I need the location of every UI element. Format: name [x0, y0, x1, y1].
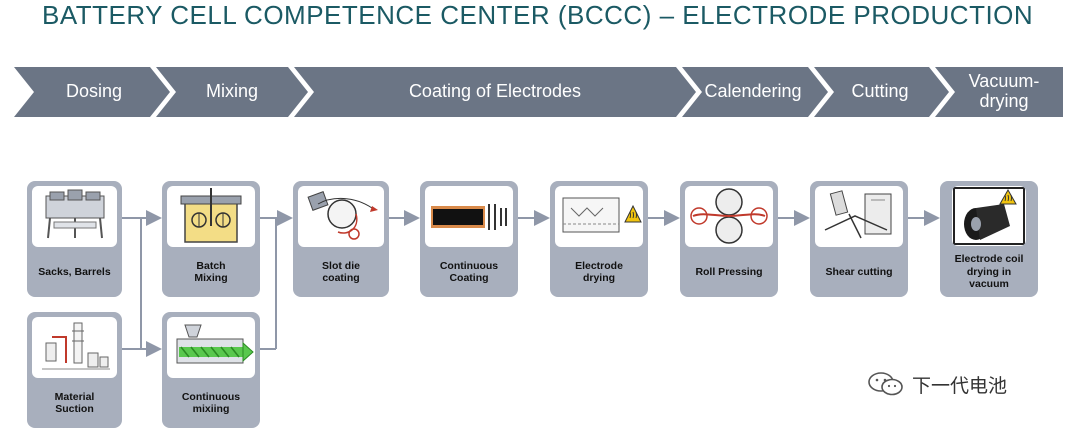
page-title: BATTERY CELL COMPETENCE CENTER (BCCC) – …	[42, 0, 1034, 30]
electrode-coil-icon	[953, 187, 1025, 245]
card-label: Electrode drying	[575, 259, 623, 285]
card-label: Slot die coating	[322, 259, 360, 285]
drying-oven-icon	[562, 197, 642, 233]
chevron-cutting	[814, 67, 949, 117]
chevron-calendering	[682, 67, 828, 117]
chevron-coating	[294, 67, 696, 117]
dosing-machine-icon	[45, 189, 105, 239]
extruder-icon	[176, 324, 254, 364]
card-label: Material Suction	[54, 390, 95, 416]
card-label: Batch Mixing	[194, 259, 228, 285]
process-chevrons	[14, 67, 1063, 117]
card-shear-cutting: Shear cutting	[810, 181, 908, 297]
card-label: Shear cutting	[825, 265, 893, 278]
watermark: 下一代电池	[866, 370, 1007, 398]
material-suction-icon	[42, 322, 110, 370]
card-label: Continuous Coating	[439, 259, 499, 285]
card-roll-pressing: Roll Pressing	[680, 181, 778, 297]
wechat-icon	[868, 372, 903, 396]
coated-foil-icon	[431, 204, 507, 230]
step-label-dosing: Dosing	[65, 81, 123, 101]
card-vacuum-drying: Electrode coil drying in vacuum	[940, 181, 1038, 297]
card-material-suction: Material Suction	[27, 312, 122, 428]
card-batch-mixing: Batch Mixing	[162, 181, 260, 297]
slot-die-icon	[307, 191, 378, 240]
step-label-cutting: Cutting	[851, 81, 909, 101]
chevron-mixing	[156, 67, 308, 117]
card-sacks-barrels: Sacks, Barrels	[27, 181, 122, 297]
step-label-mixing: Mixing	[205, 81, 258, 101]
chevron-vacuum-drying	[935, 67, 1063, 117]
card-continuous-coating: Continuous Coating	[420, 181, 518, 297]
card-slot-die-coating: Slot die coating	[293, 181, 389, 297]
shear-cutter-icon	[824, 190, 892, 239]
step-label-vacuum-drying: Vacuum- drying	[968, 71, 1040, 111]
card-label: Roll Pressing	[695, 265, 763, 278]
roll-press-icon	[690, 188, 768, 244]
batch-mixer-icon	[180, 188, 242, 243]
chevron-dosing	[14, 67, 170, 117]
step-label-coating: Coating of Electrodes	[408, 81, 582, 101]
card-electrode-drying: Electrode drying	[550, 181, 648, 297]
watermark-text: 下一代电池	[912, 374, 1008, 397]
card-label: Sacks, Barrels	[38, 265, 111, 278]
card-label: Electrode coil drying in vacuum	[954, 253, 1024, 291]
card-label: Continuous mixiing	[181, 390, 241, 416]
step-label-calendering: Calendering	[704, 81, 802, 101]
card-continuous-mixing: Continuous mixiing	[162, 312, 260, 428]
